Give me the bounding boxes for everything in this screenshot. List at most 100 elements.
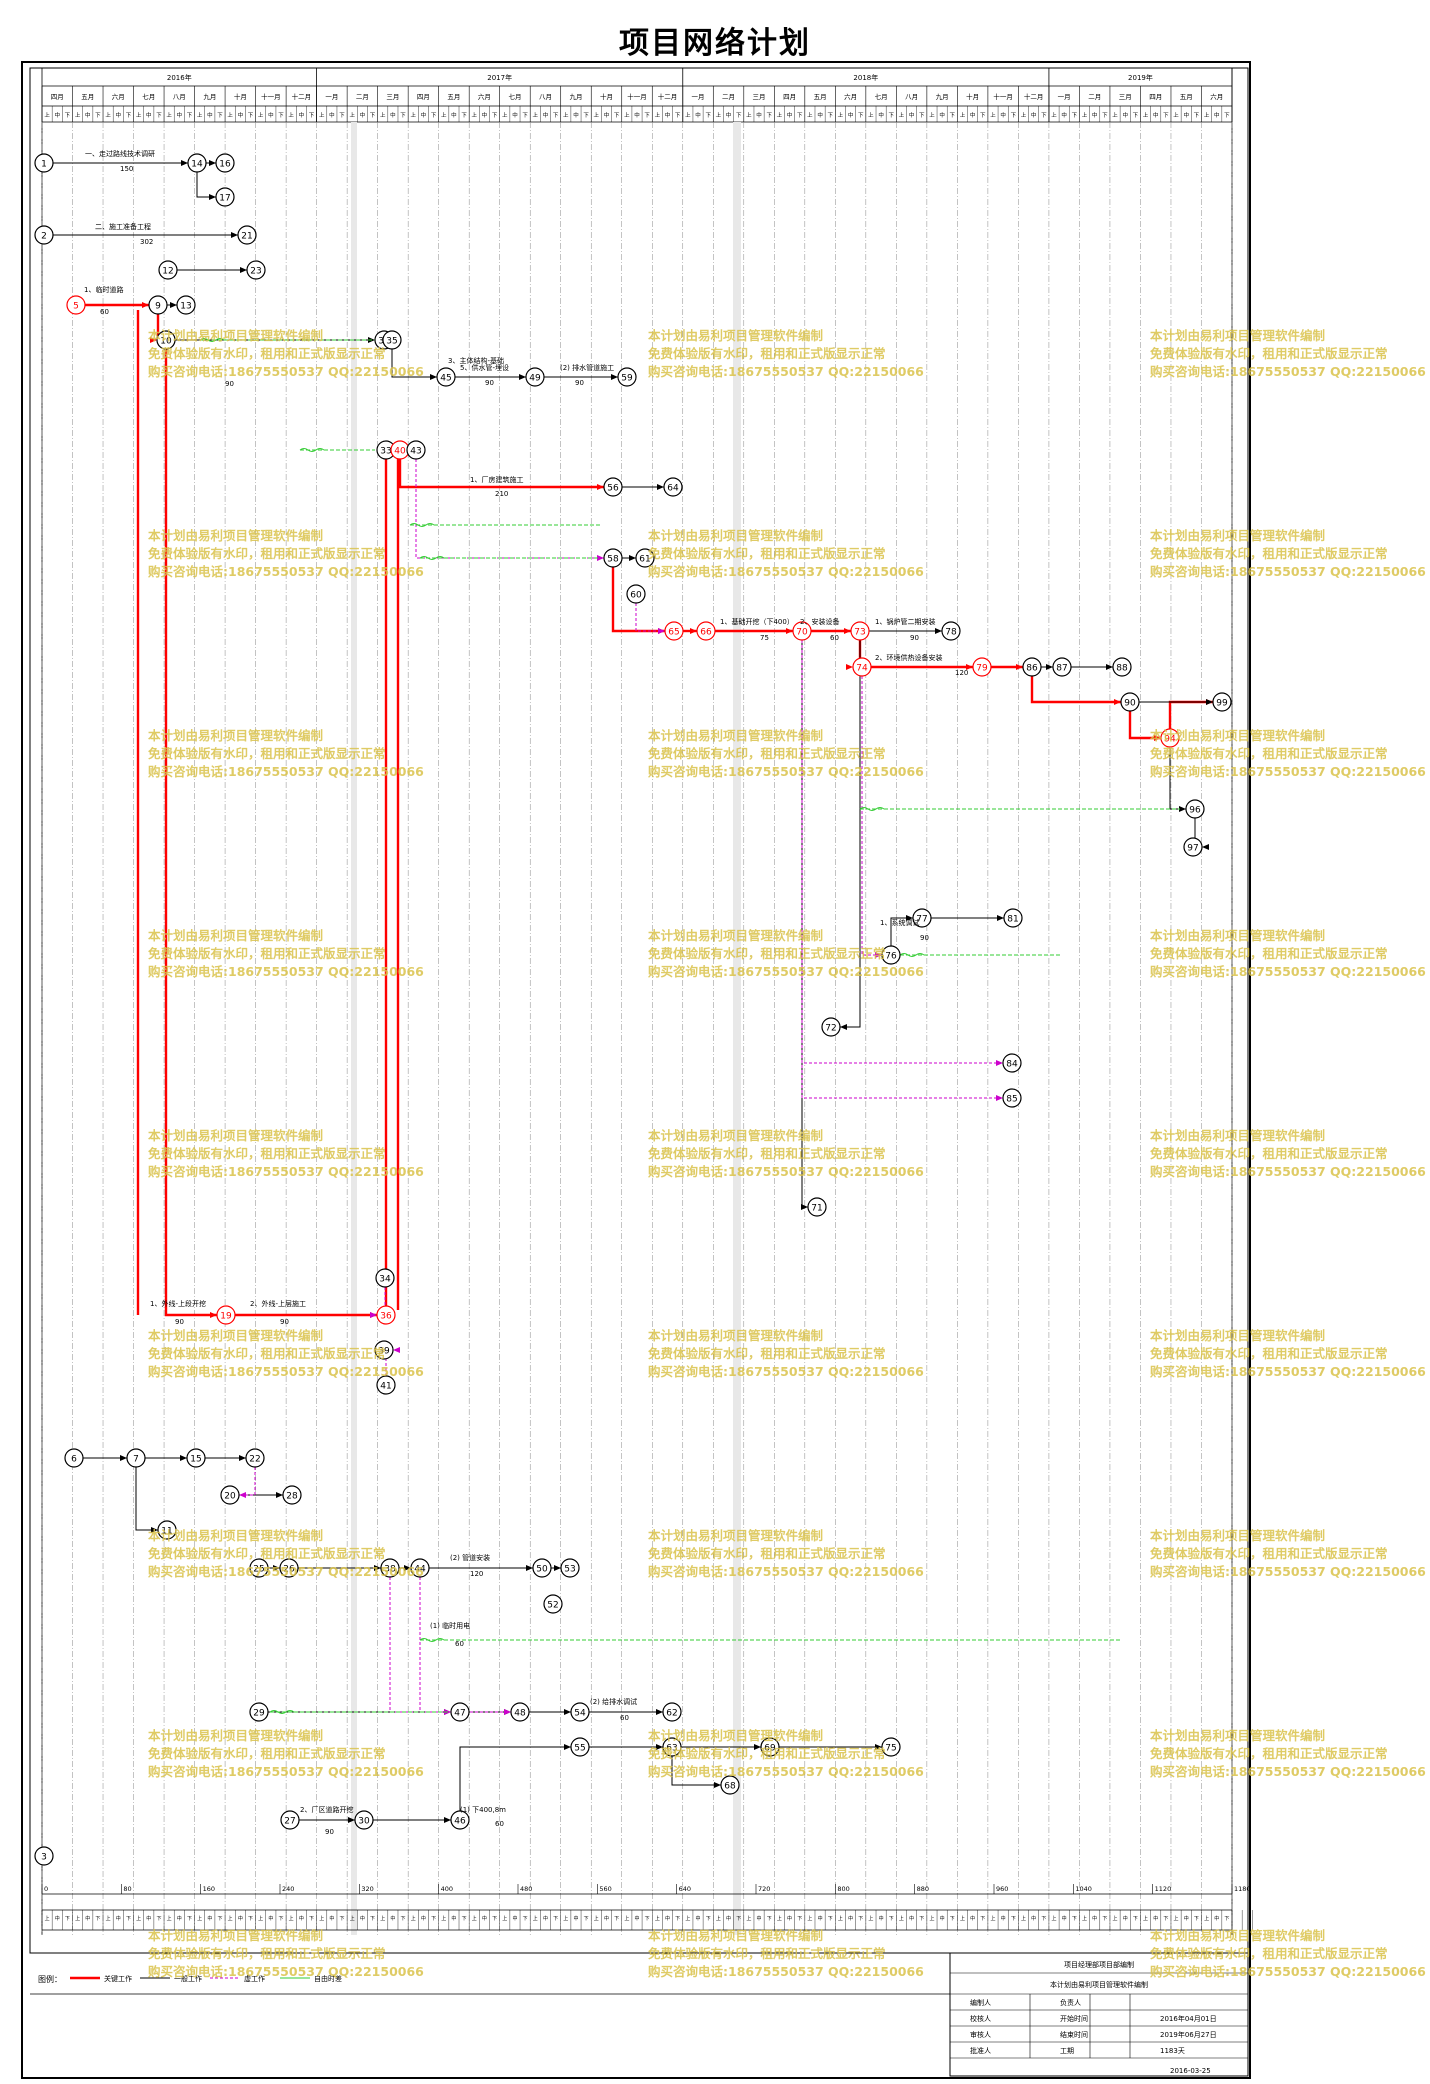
critical-arrow bbox=[1030, 676, 1121, 704]
bottom-period-mark: 下 bbox=[401, 1916, 406, 1922]
event-node bbox=[406, 440, 426, 460]
activity-label: 1、临时道路 bbox=[84, 285, 123, 294]
month-label: 一月 bbox=[1058, 93, 1071, 101]
event-node bbox=[850, 621, 870, 641]
event-node-label: 87 bbox=[1056, 664, 1067, 674]
event-node-label: 52 bbox=[547, 1601, 558, 1611]
bottom-period-mark: 中 bbox=[665, 1915, 670, 1922]
period-mark: 中 bbox=[207, 111, 213, 119]
watermark-line: 免费体验版有水印，租用和正式版显示正常 bbox=[648, 1546, 886, 1561]
watermark-line: 免费体验版有水印，租用和正式版显示正常 bbox=[648, 1346, 886, 1361]
arrowhead bbox=[690, 628, 697, 634]
bottom-period-mark: 中 bbox=[55, 1915, 60, 1922]
period-mark: 下 bbox=[583, 112, 589, 119]
arrowhead bbox=[1114, 699, 1121, 705]
month-label: 九月 bbox=[569, 92, 582, 101]
bottom-period-mark: 下 bbox=[980, 1916, 985, 1922]
arrowhead bbox=[1206, 699, 1213, 705]
activity-label: (2) 排水管道施工 bbox=[560, 363, 614, 372]
event-node bbox=[282, 1485, 302, 1505]
bottom-period-mark: 下 bbox=[1041, 1916, 1046, 1922]
watermark-line: 本计划由易利项目管理软件编制 bbox=[1150, 1728, 1325, 1743]
critical-arrow bbox=[611, 567, 665, 633]
bottom-period-mark: 中 bbox=[1153, 1915, 1158, 1922]
event-node-label: 65 bbox=[668, 628, 679, 638]
page-title: 项目网络计划 bbox=[619, 26, 811, 61]
arrowhead bbox=[444, 1817, 451, 1823]
period-mark: 下 bbox=[309, 112, 315, 119]
period-mark: 中 bbox=[1092, 111, 1098, 119]
watermark-line: 本计划由易利项目管理软件编制 bbox=[148, 1928, 323, 1943]
event-node bbox=[1120, 692, 1140, 712]
event-node bbox=[34, 1846, 54, 1866]
period-mark: 上 bbox=[1173, 111, 1179, 119]
bottom-period-mark: 上 bbox=[411, 1915, 416, 1922]
bottom-period-mark: 中 bbox=[726, 1915, 731, 1922]
event-node-label: 90 bbox=[1124, 699, 1136, 709]
period-mark: 中 bbox=[634, 111, 640, 119]
watermark-line: 购买咨询电话:18675550537 QQ:22150066 bbox=[1150, 964, 1426, 979]
period-mark: 下 bbox=[65, 112, 71, 119]
period-mark: 中 bbox=[85, 111, 91, 119]
period-mark: 下 bbox=[522, 112, 528, 119]
event-node bbox=[807, 1197, 827, 1217]
period-mark: 上 bbox=[685, 111, 691, 119]
month-label: 八月 bbox=[905, 93, 918, 101]
activity-duration: 60 bbox=[830, 634, 839, 642]
period-mark: 上 bbox=[227, 111, 233, 119]
arrowhead bbox=[276, 1492, 283, 1498]
event-node-label: 75 bbox=[885, 1744, 896, 1754]
activity-duration: 120 bbox=[955, 669, 968, 677]
info-key: 结束时间 bbox=[1060, 2030, 1088, 2039]
legend-item: 关键工作 bbox=[104, 1974, 132, 1983]
bottom-period-mark: 上 bbox=[350, 1915, 355, 1922]
arrowhead bbox=[430, 374, 437, 380]
watermark-line: 本计划由易利项目管理软件编制 bbox=[648, 1328, 823, 1343]
period-mark: 中 bbox=[543, 111, 549, 119]
watermark-line: 免费体验版有水印，租用和正式版显示正常 bbox=[148, 1346, 386, 1361]
arrowhead bbox=[656, 1709, 663, 1715]
arrowhead bbox=[519, 374, 526, 380]
bottom-period-mark: 上 bbox=[1082, 1915, 1087, 1922]
period-mark: 下 bbox=[736, 112, 742, 119]
activity-arrows bbox=[53, 160, 1213, 1823]
event-node bbox=[881, 945, 901, 965]
bottom-period-mark: 上 bbox=[1113, 1915, 1118, 1922]
event-node bbox=[376, 1305, 396, 1325]
free-float-wave bbox=[419, 556, 445, 560]
arrowhead bbox=[370, 1312, 377, 1318]
period-mark: 上 bbox=[1082, 111, 1088, 119]
period-mark: 下 bbox=[1072, 112, 1078, 119]
bottom-period-mark: 上 bbox=[1204, 1915, 1209, 1922]
period-mark: 中 bbox=[238, 111, 244, 119]
event-node bbox=[1160, 728, 1180, 748]
period-mark: 上 bbox=[838, 111, 844, 119]
arrowhead bbox=[404, 1565, 411, 1571]
event-node bbox=[216, 1305, 236, 1325]
period-mark: 上 bbox=[288, 111, 294, 119]
bottom-period-mark: 中 bbox=[909, 1915, 914, 1922]
event-node-label: 47 bbox=[454, 1709, 465, 1719]
bottom-period-mark: 中 bbox=[940, 1915, 945, 1922]
event-node-label: 94 bbox=[1164, 735, 1176, 745]
bottom-period-mark: 中 bbox=[1214, 1915, 1219, 1922]
bottom-period-mark: 中 bbox=[512, 1915, 517, 1922]
period-mark: 上 bbox=[410, 111, 416, 119]
month-label: 五月 bbox=[814, 93, 827, 101]
event-node bbox=[382, 330, 402, 350]
bottom-period-mark: 下 bbox=[736, 1916, 741, 1922]
month-label: 三月 bbox=[753, 93, 766, 101]
watermark-line: 免费体验版有水印，租用和正式版显示正常 bbox=[1150, 1746, 1388, 1761]
year-label: 2017年 bbox=[487, 73, 512, 82]
event-node bbox=[237, 225, 257, 245]
period-mark: 下 bbox=[1194, 112, 1200, 119]
watermark-line: 本计划由易利项目管理软件编制 bbox=[148, 1728, 323, 1743]
month-label: 六月 bbox=[478, 92, 491, 101]
dummy-arrow bbox=[801, 640, 1003, 1099]
bottom-period-mark: 上 bbox=[838, 1915, 843, 1922]
period-mark: 下 bbox=[370, 112, 376, 119]
month-label: 十一月 bbox=[261, 92, 281, 101]
event-node bbox=[570, 1737, 590, 1757]
period-mark: 上 bbox=[1143, 111, 1149, 119]
bottom-period-mark: 下 bbox=[248, 1916, 253, 1922]
